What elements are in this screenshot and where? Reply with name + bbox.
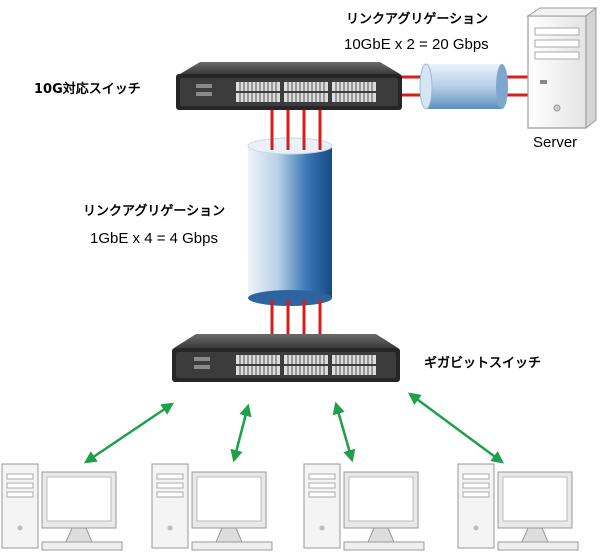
switch-link-pipe xyxy=(247,137,333,306)
bottom-switch-label: ギガビットスイッチ xyxy=(424,356,542,371)
bottom-switch xyxy=(172,334,400,382)
client-pc-4-icon xyxy=(457,463,579,551)
server-link-title: リンクアグリゲーション xyxy=(346,12,489,27)
client-pc-2-icon xyxy=(151,463,273,551)
client-pc-3-icon xyxy=(303,463,425,551)
top-switch-ports xyxy=(196,82,376,102)
client-arrow-4 xyxy=(407,392,505,464)
server-link-pipe xyxy=(419,63,508,110)
bottom-switch-ports xyxy=(194,355,376,375)
server-tower-icon xyxy=(526,6,598,130)
server-link-value: 10GbE x 2 = 20 Gbps xyxy=(344,36,489,53)
client-arrows xyxy=(83,392,505,464)
top-switch xyxy=(176,62,402,110)
client-pc-1-icon xyxy=(1,463,123,551)
top-switch-label: 10G対応スイッチ xyxy=(34,82,141,97)
server-link xyxy=(402,63,528,110)
switch-link-title: リンクアグリゲーション xyxy=(83,204,226,219)
client-arrow-2 xyxy=(230,403,252,463)
server-label: Server xyxy=(533,134,578,151)
client-arrow-1 xyxy=(83,402,175,464)
switch-link-value: 1GbE x 4 = 4 Gbps xyxy=(90,230,218,247)
client-arrow-3 xyxy=(332,401,356,463)
